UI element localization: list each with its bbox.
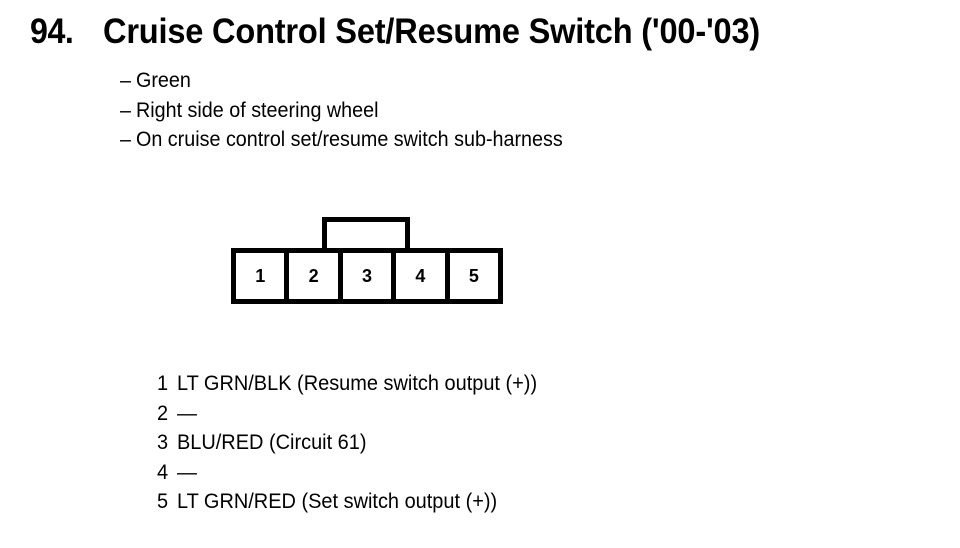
detail-item: – Green	[120, 66, 563, 96]
detail-item: – On cruise control set/resume switch su…	[120, 125, 563, 155]
connector-pin-cell: 3	[342, 253, 397, 299]
pinout-row-description: —	[176, 460, 197, 484]
connector-pin-cell: 5	[449, 253, 499, 299]
pinout-row-description: LT GRN/RED (Set switch output (+))	[176, 490, 498, 514]
detail-item: – Right side of steering wheel	[120, 96, 563, 126]
connector-pin-cell: 4	[396, 253, 450, 299]
connector-latch-tab	[322, 217, 410, 251]
page-title-number: 94.	[30, 12, 74, 51]
dash-icon: –	[120, 128, 131, 151]
detail-item-label: Right side of steering wheel	[135, 98, 379, 122]
connector-pin-cell: 2	[289, 253, 343, 299]
pinout-row-description: —	[176, 401, 197, 425]
pinout-row-number: 3	[157, 431, 169, 455]
pinout-row-number: 2	[157, 401, 169, 425]
pinout-list: 1 LT GRN/BLK (Resume switch output (+)) …	[157, 369, 557, 517]
pinout-row-description: BLU/RED (Circuit 61)	[176, 431, 367, 455]
connector-body: 1 2 3 4 5	[231, 248, 503, 304]
pinout-row-number: 4	[157, 460, 169, 484]
pinout-row-number: 5	[157, 490, 169, 514]
detail-item-label: On cruise control set/resume switch sub-…	[135, 128, 563, 151]
pinout-row: 2 —	[157, 399, 537, 429]
pinout-row-number: 1	[157, 372, 169, 395]
pinout-row: 1 LT GRN/BLK (Resume switch output (+))	[157, 369, 537, 399]
connector-pin-cell: 1	[236, 253, 290, 299]
pinout-row-description: LT GRN/BLK (Resume switch output (+))	[176, 372, 538, 395]
detail-item-label: Green	[135, 69, 191, 92]
pinout-row: 5 LT GRN/RED (Set switch output (+))	[157, 487, 537, 517]
page-title: 94. Cruise Control Set/Resume Switch ('0…	[30, 14, 810, 49]
dash-icon: –	[120, 98, 131, 122]
pinout-row: 4 —	[157, 458, 537, 488]
pinout-row: 3 BLU/RED (Circuit 61)	[157, 428, 537, 458]
connector-diagram: 1 2 3 4 5	[231, 217, 503, 304]
page-title-text: Cruise Control Set/Resume Switch ('00-'0…	[103, 12, 761, 51]
dash-icon: –	[120, 69, 131, 92]
detail-list: – Green – Right side of steering wheel –…	[120, 66, 591, 155]
